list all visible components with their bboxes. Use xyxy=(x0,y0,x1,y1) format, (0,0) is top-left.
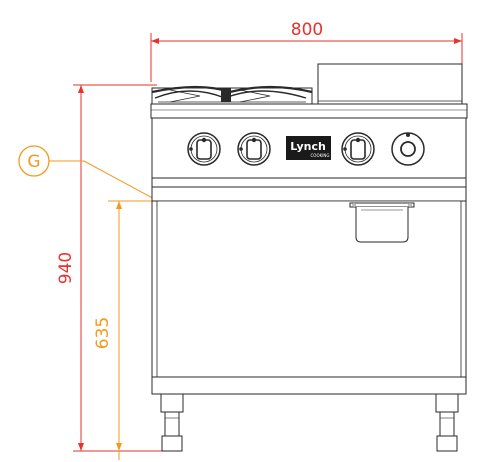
width-dimension xyxy=(150,33,463,82)
brand-name: Lynch xyxy=(290,140,326,153)
drip-tray xyxy=(349,202,415,243)
top-ledge xyxy=(150,103,468,119)
outlet-height-dimension-label: 635 xyxy=(93,317,113,349)
brand-sub: COOKING xyxy=(311,153,330,158)
gas-callout-label: G xyxy=(27,152,40,172)
gas-callout xyxy=(18,145,159,202)
appliance-body xyxy=(150,63,468,452)
control-knob-2 xyxy=(237,132,271,166)
brand-logo: Lynch COOKING xyxy=(286,136,331,160)
height-dimension-label: 940 xyxy=(56,252,76,284)
leg-right xyxy=(435,393,459,452)
griddle-plate xyxy=(317,63,463,105)
leg-left xyxy=(160,393,184,452)
control-knob-3 xyxy=(341,132,375,166)
burner-grates xyxy=(151,85,313,105)
width-dimension-label: 800 xyxy=(291,20,323,40)
outlet-height-dimension xyxy=(108,200,166,460)
control-knob-1 xyxy=(187,132,221,166)
ignition-button xyxy=(391,132,425,166)
